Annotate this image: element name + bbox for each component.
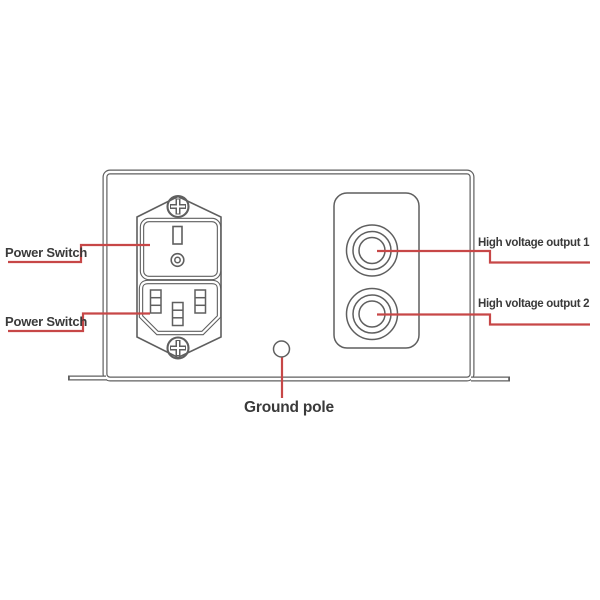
leader-power-switch-1 bbox=[8, 243, 150, 264]
leader-power-switch-2 bbox=[8, 312, 150, 333]
ground-pole-hole[interactable] bbox=[272, 340, 291, 358]
label-power-switch-2: Power Switch bbox=[5, 314, 88, 329]
label-power-switch-1: Power Switch bbox=[5, 245, 88, 260]
chassis-front-panel bbox=[68, 169, 510, 382]
switch-slot bbox=[172, 225, 183, 245]
power-switch-section[interactable] bbox=[139, 217, 222, 281]
label-hv-output-1: High voltage output 1 bbox=[478, 237, 590, 249]
iec-inlet-section[interactable] bbox=[138, 279, 222, 336]
inlet-pin-left bbox=[149, 289, 162, 314]
output-connector-module bbox=[333, 192, 420, 349]
leader-hv-output-2 bbox=[377, 313, 590, 326]
label-ground-pole: Ground pole bbox=[244, 399, 334, 416]
inlet-pin-center bbox=[171, 301, 184, 327]
screw-top-icon bbox=[166, 194, 190, 219]
output-module-plate bbox=[333, 192, 420, 349]
label-hv-output-2: High voltage output 2 bbox=[478, 298, 590, 310]
inlet-pin-right bbox=[194, 289, 207, 314]
fuse-button-icon bbox=[170, 252, 185, 268]
callout-lines bbox=[8, 243, 590, 398]
screw-bottom-icon bbox=[166, 336, 190, 360]
power-entry-module bbox=[136, 194, 222, 360]
leader-hv-output-1 bbox=[377, 249, 590, 264]
